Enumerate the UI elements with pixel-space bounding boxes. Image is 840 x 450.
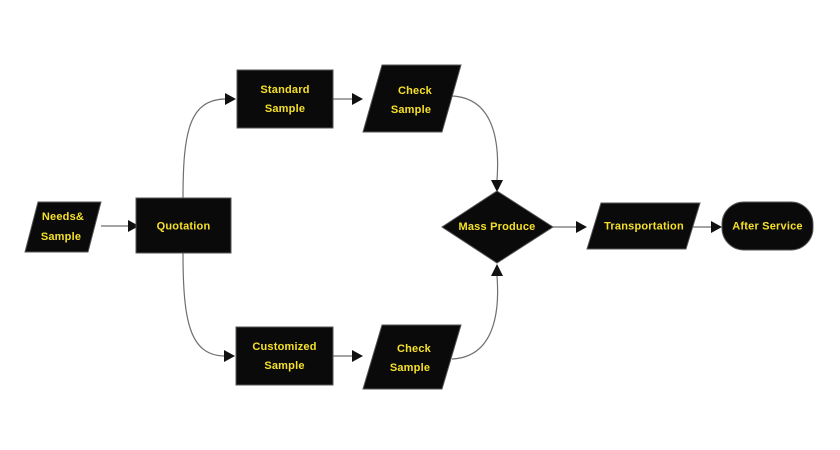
rectangle-shape: [235, 326, 334, 386]
arrowhead-icon: [352, 350, 363, 362]
node-label-line1: Standard: [260, 84, 309, 96]
arrowhead-icon: [711, 221, 722, 233]
parallelogram-shape: [24, 201, 102, 253]
node-after-service[interactable]: After Service: [721, 201, 814, 251]
edge-needs-to-quotation: [101, 220, 139, 232]
node-check-sample-bottom[interactable]: Check Sample: [362, 324, 462, 390]
arrowhead-icon: [576, 221, 587, 233]
node-label-line1: Customized: [252, 341, 316, 353]
parallelogram-shape: [362, 324, 462, 390]
node-customized-sample[interactable]: Customized Sample: [235, 326, 334, 386]
parallelogram-shape: [586, 202, 701, 250]
edge-check-top-to-mass: [451, 95, 503, 192]
node-transportation[interactable]: Transportation: [586, 202, 701, 250]
edge-customized-to-check-bottom: [333, 350, 363, 362]
edge-line: [182, 98, 226, 199]
arrowhead-icon: [491, 180, 503, 192]
arrowhead-icon: [352, 93, 363, 105]
node-label-line1: Mass Produce: [459, 221, 536, 233]
node-label-line2: Sample: [264, 360, 304, 372]
edge-standard-to-check-top: [333, 93, 363, 105]
node-check-sample-top[interactable]: Check Sample: [362, 64, 462, 133]
node-label-line1: Needs&: [42, 211, 84, 223]
node-label-line2: Sample: [391, 104, 431, 116]
node-label-line2: Sample: [265, 103, 305, 115]
node-quotation[interactable]: Quotation: [135, 197, 232, 254]
edge-line: [182, 252, 225, 357]
arrowhead-icon: [224, 350, 235, 362]
diamond-shape: [441, 190, 554, 264]
edge-transportation-to-after-service: [693, 221, 722, 233]
edge-line: [451, 95, 499, 181]
node-label-line1: Check: [397, 343, 432, 355]
node-label-line2: Sample: [41, 231, 81, 243]
edge-line: [451, 275, 499, 360]
edge-quotation-to-customized: [182, 252, 235, 362]
node-label-line1: Quotation: [157, 220, 211, 232]
edge-check-bottom-to-mass: [451, 264, 503, 360]
node-label-line1: After Service: [732, 220, 802, 232]
rectangle-shape: [135, 197, 232, 254]
node-label-line1: Transportation: [604, 220, 684, 232]
arrowhead-icon: [491, 264, 503, 276]
edge-quotation-to-standard: [182, 93, 236, 199]
rectangle-shape: [236, 69, 334, 129]
node-label-line2: Sample: [390, 362, 430, 374]
parallelogram-shape: [362, 64, 462, 133]
arrowhead-icon: [225, 93, 236, 105]
node-mass-produce[interactable]: Mass Produce: [441, 190, 554, 264]
arrowhead-icon: [128, 220, 139, 232]
rounded-rectangle-shape: [721, 201, 814, 251]
node-needs-sample[interactable]: Needs& Sample: [24, 201, 102, 253]
edge-mass-to-transportation: [553, 221, 587, 233]
node-label-line1: Check: [398, 85, 433, 97]
node-standard-sample[interactable]: Standard Sample: [236, 69, 334, 129]
